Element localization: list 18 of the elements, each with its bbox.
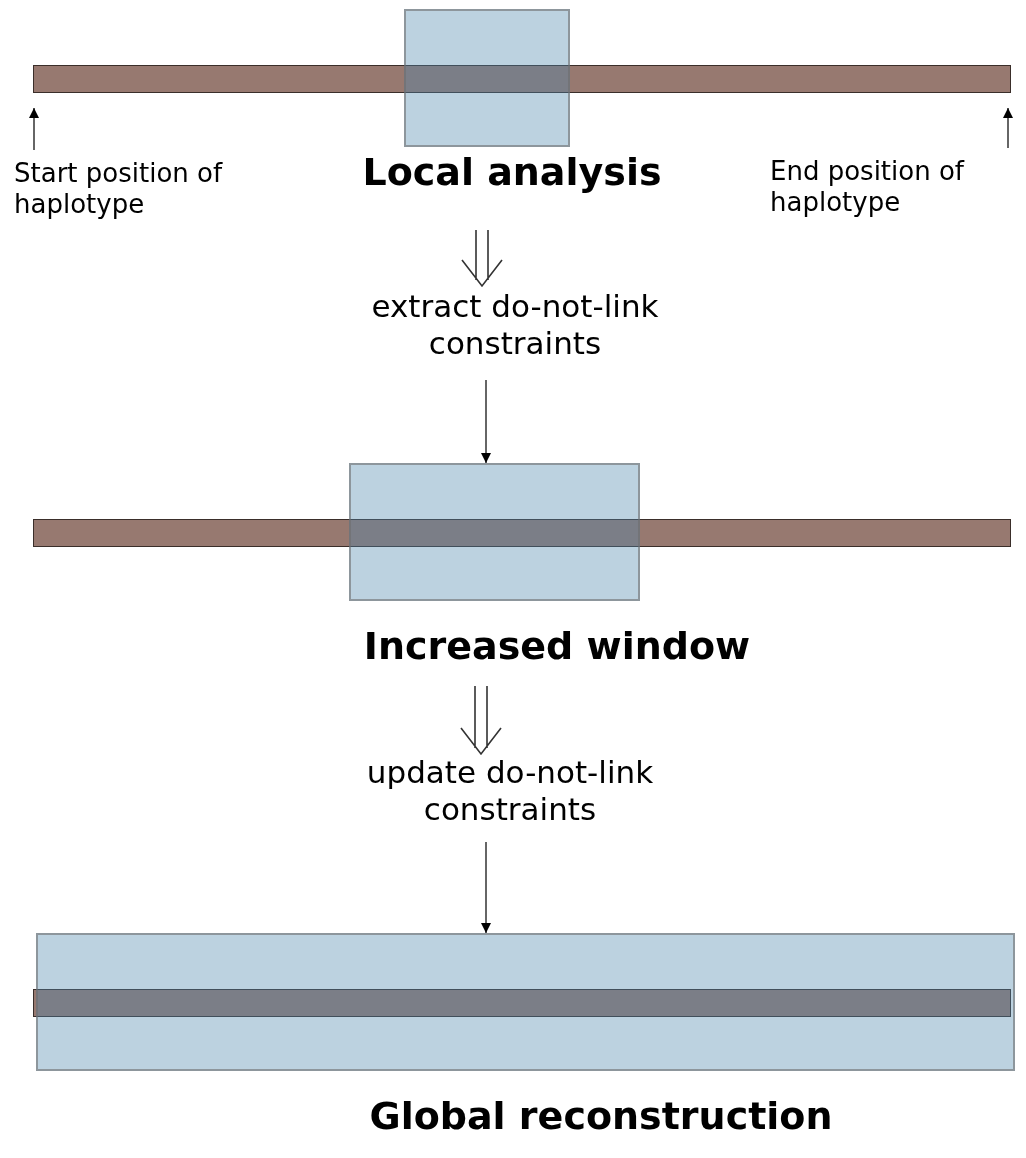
position-label: Start position of haplotype — [14, 158, 224, 221]
step-heading: Local analysis — [362, 150, 662, 196]
position-label: End position of haplotype — [770, 156, 966, 219]
arrow — [481, 841, 491, 934]
arrow — [1003, 107, 1013, 149]
arrow — [481, 379, 491, 464]
arrow — [29, 107, 39, 151]
haplotype-bar — [33, 65, 1011, 93]
window-box — [349, 463, 640, 601]
double-arrow — [460, 685, 502, 756]
haplotype-bar — [33, 519, 1011, 547]
double-arrow — [461, 229, 503, 288]
step-description: extract do-not-link constraints — [370, 288, 660, 363]
window-box — [404, 9, 570, 147]
step-description: update do-not-link constraints — [365, 754, 655, 829]
step-heading: Increased window — [363, 624, 751, 670]
step-heading: Global reconstruction — [369, 1094, 833, 1140]
window-box — [36, 933, 1015, 1071]
